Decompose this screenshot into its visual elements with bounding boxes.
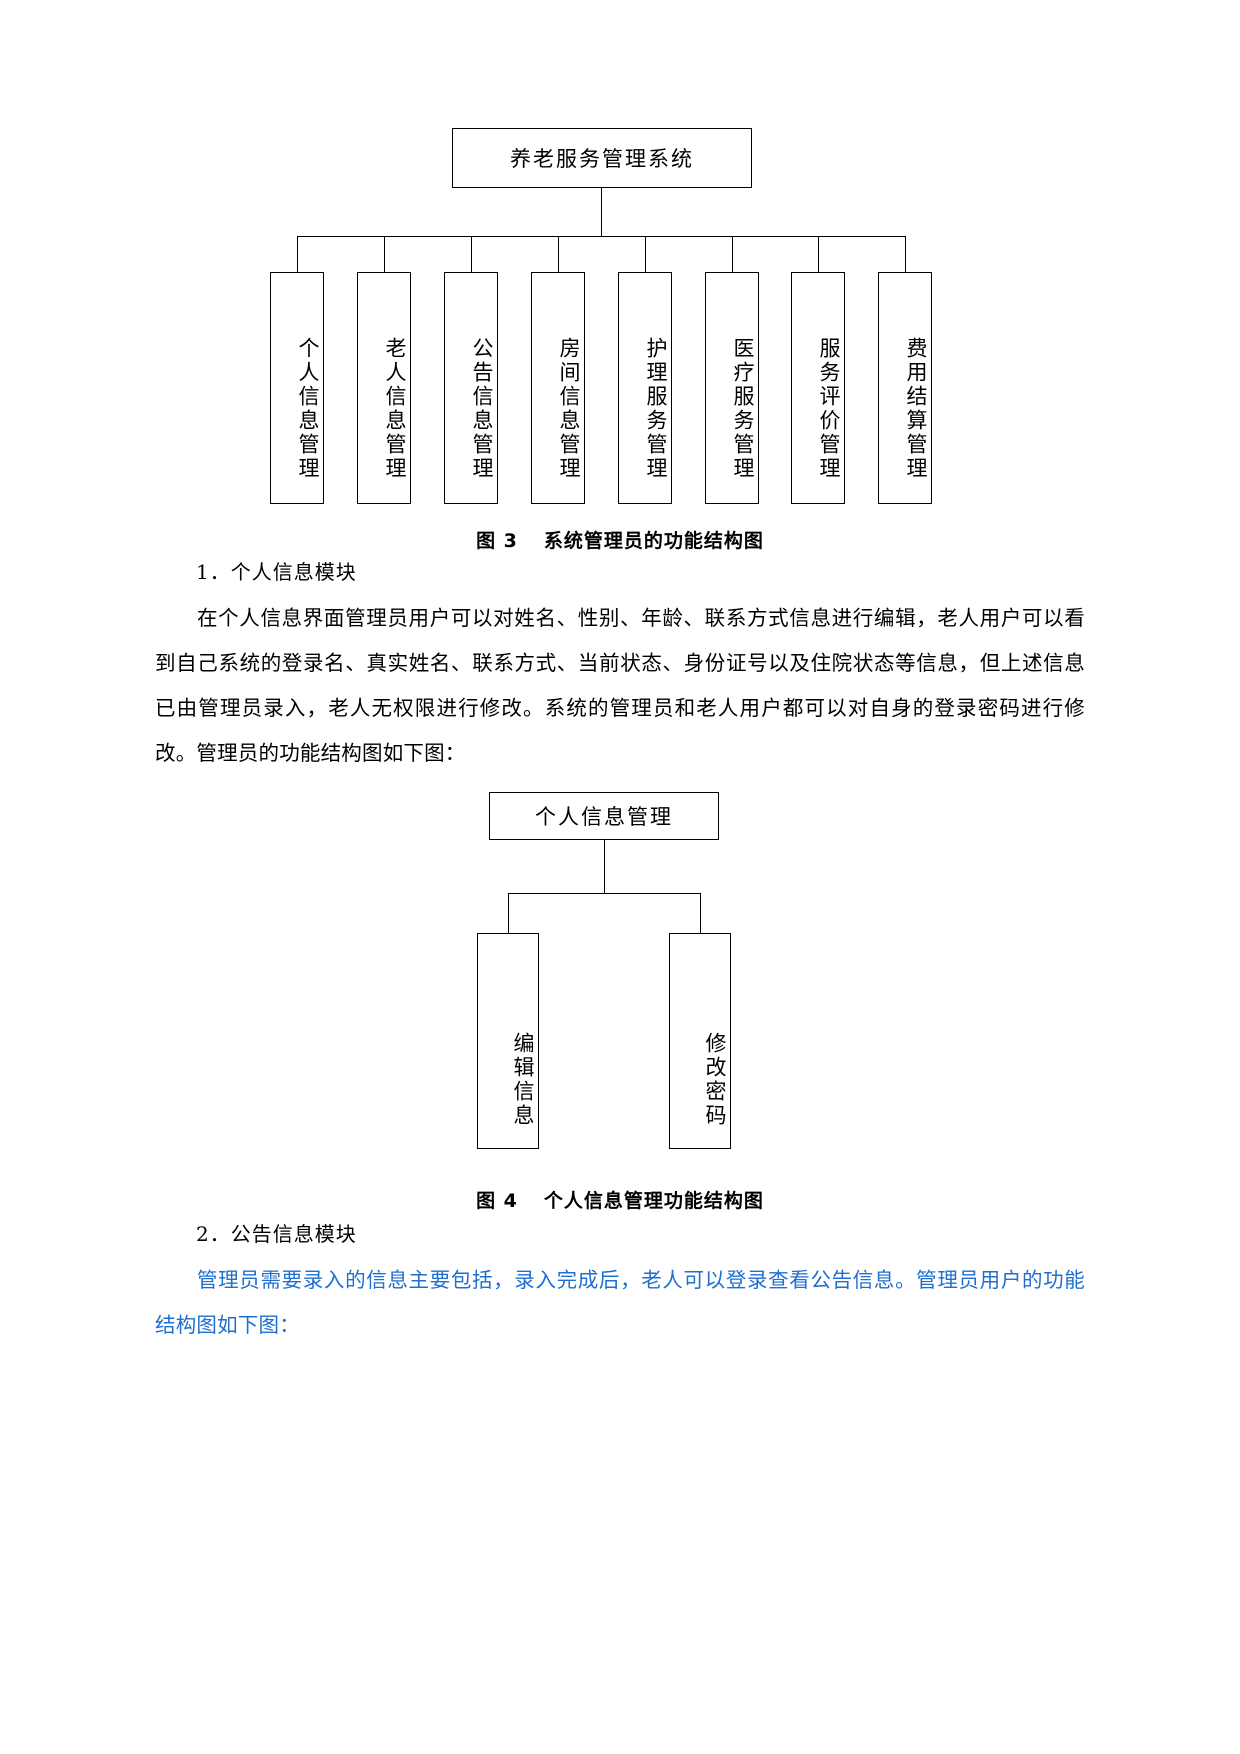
figure3-drop-8 — [905, 236, 906, 272]
figure3-module-7: 服务评价管理 — [791, 272, 845, 504]
figure4-root-stem — [604, 840, 605, 893]
figure3-module-4: 房间信息管理 — [531, 272, 585, 504]
figure3-module-3: 公告信息管理 — [444, 272, 498, 504]
figure3-drop-6 — [732, 236, 733, 272]
figure4-module-2: 修改密码 — [669, 933, 731, 1149]
figure3-caption: 图 3 系统管理员的功能结构图 — [0, 526, 1240, 553]
figure3-module-2: 老人信息管理 — [357, 272, 411, 504]
figure3-module-1: 个人信息管理 — [270, 272, 324, 504]
figure3-drop-4 — [558, 236, 559, 272]
figure3-root-stem — [601, 188, 602, 236]
figure4-caption-text: 个人信息管理功能结构图 — [543, 1190, 764, 1212]
figure3-bus-line — [297, 236, 905, 237]
section2-paragraph: 管理员需要录入的信息主要包括，录入完成后，老人可以登录查看公告信息。管理员用户的… — [155, 1268, 1085, 1337]
figure4-drop-1 — [508, 893, 509, 933]
figure3-drop-3 — [471, 236, 472, 272]
figure4-caption-label: 图 4 — [476, 1190, 518, 1212]
figure4-drop-2 — [700, 893, 701, 933]
figure3-drop-5 — [645, 236, 646, 272]
figure4-caption: 图 4 个人信息管理功能结构图 — [0, 1186, 1240, 1213]
figure3-module-6: 医疗服务管理 — [705, 272, 759, 504]
section1-paragraph: 在个人信息界面管理员用户可以对姓名、性别、年龄、联系方式信息进行编辑，老人用户可… — [155, 606, 1085, 765]
figure3-drop-1 — [297, 236, 298, 272]
figure3-caption-label: 图 3 — [476, 530, 518, 552]
figure4-bus-line — [508, 893, 700, 894]
figure3-drop-2 — [384, 236, 385, 272]
figure3-drop-7 — [818, 236, 819, 272]
figure3-root-node: 养老服务管理系统 — [452, 128, 752, 188]
section2-heading: 2．公告信息模块 — [196, 1222, 357, 1246]
figure3-caption-text: 系统管理员的功能结构图 — [543, 530, 764, 552]
section1-heading: 1．个人信息模块 — [196, 560, 357, 584]
figure3-module-8: 费用结算管理 — [878, 272, 932, 504]
figure3-module-5: 护理服务管理 — [618, 272, 672, 504]
figure4-module-1: 编辑信息 — [477, 933, 539, 1149]
figure4-root-node: 个人信息管理 — [489, 792, 719, 840]
